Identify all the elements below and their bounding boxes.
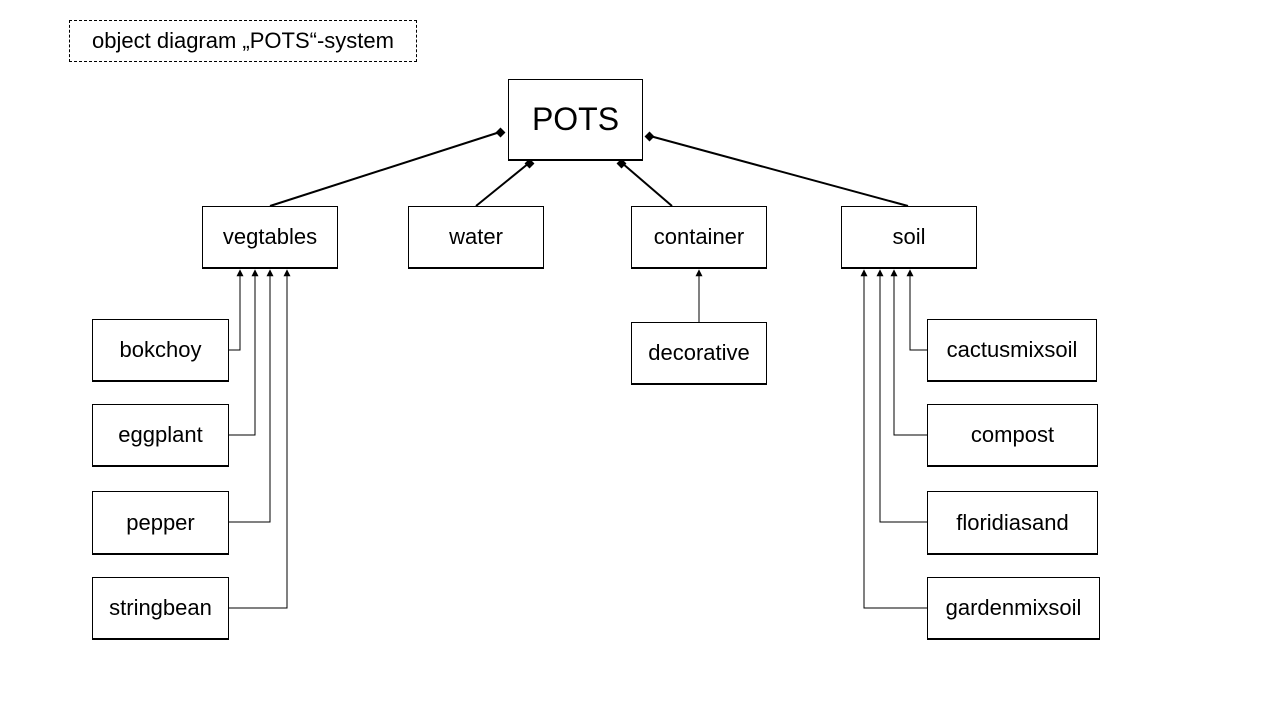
node-cactusmixsoil: cactusmixsoil — [927, 319, 1097, 382]
composition-edges — [269, 131, 909, 207]
edge-cactusmixsoil-soil — [906, 269, 928, 351]
edge-pepper-vegtables — [228, 269, 274, 523]
node-compost: compost — [927, 404, 1098, 467]
node-decorative: decorative — [631, 322, 767, 385]
node-vegtables: vegtables — [202, 206, 338, 269]
node-eggplant: eggplant — [92, 404, 229, 467]
node-water: water — [408, 206, 544, 269]
edge-bokchoy-vegtables — [228, 269, 244, 351]
edge-pots-container — [621, 162, 673, 207]
node-floridiasand: floridiasand — [927, 491, 1098, 555]
diamond-container — [616, 158, 627, 169]
diamond-vegtables — [495, 127, 506, 138]
edge-pots-soil — [649, 135, 909, 207]
edge-eggplant-vegtables — [228, 269, 259, 436]
node-gardenmixsoil: gardenmixsoil — [927, 577, 1100, 640]
node-soil: soil — [841, 206, 977, 269]
node-stringbean: stringbean — [92, 577, 229, 640]
vegtables-generalizations — [228, 269, 291, 609]
diagram-title: object diagram „POTS“-system — [69, 20, 417, 62]
diamond-water — [524, 158, 535, 169]
edge-gardenmixsoil-soil — [860, 269, 928, 609]
edge-floridiasand-soil — [876, 269, 928, 523]
soil-generalizations — [860, 269, 928, 609]
edge-stringbean-vegtables — [228, 269, 291, 609]
node-container: container — [631, 206, 767, 269]
node-pots: POTS — [508, 79, 643, 161]
composition-diamonds — [495, 127, 655, 169]
edge-pots-water — [475, 162, 530, 207]
node-pepper: pepper — [92, 491, 229, 555]
node-bokchoy: bokchoy — [92, 319, 229, 382]
edge-compost-soil — [890, 269, 928, 436]
diamond-soil — [644, 131, 655, 142]
edge-pots-vegtables — [269, 131, 501, 207]
